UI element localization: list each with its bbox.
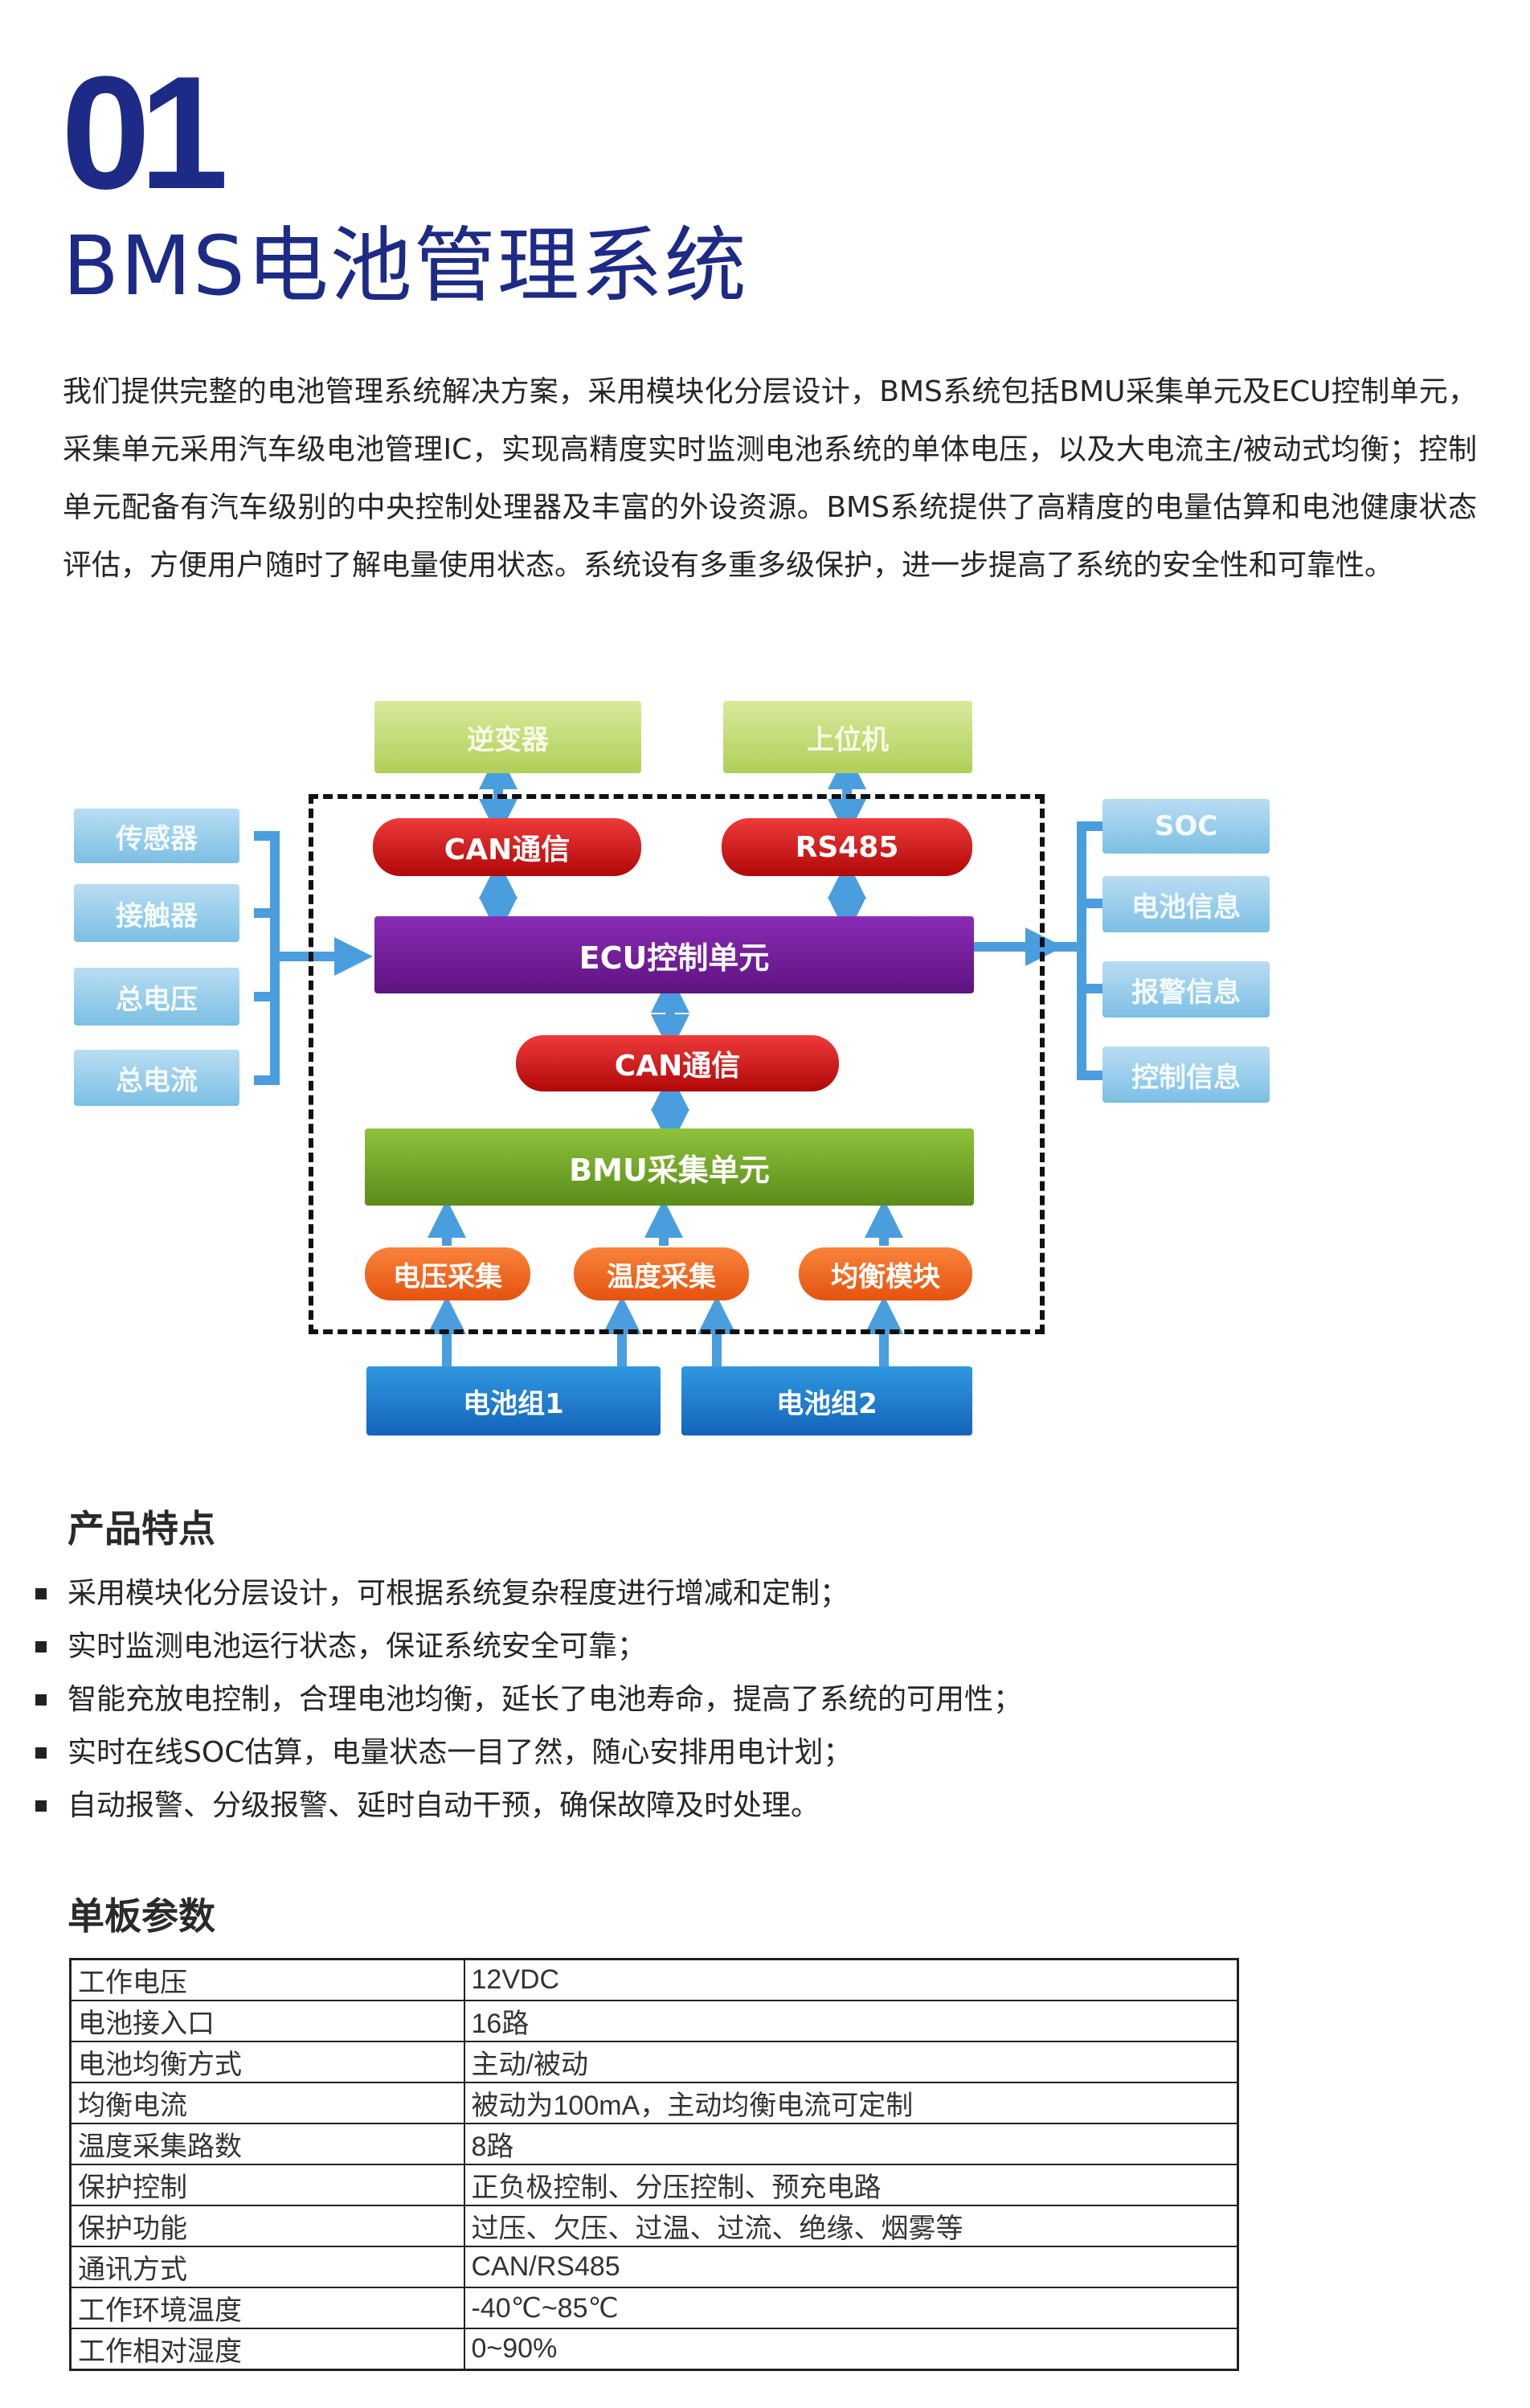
right-bracket (1077, 821, 1102, 1080)
param-key: 工作相对湿度 (69, 2328, 465, 2371)
param-value: -40℃~85℃ (463, 2287, 1239, 2329)
param-key: 电池均衡方式 (69, 2041, 465, 2083)
input-sensor: 传感器 (74, 809, 239, 863)
output-soc: SOC (1102, 799, 1270, 854)
left-bracket (254, 831, 280, 1085)
params-heading: 单板参数 (68, 1894, 215, 1938)
temperature-module: 温度采集 (574, 1247, 749, 1300)
param-key: 保护功能 (69, 2205, 465, 2247)
battery-pack-2: 电池组2 (681, 1366, 972, 1435)
param-key: 温度采集路数 (69, 2123, 465, 2165)
param-value: CAN/RS485 (463, 2246, 1239, 2288)
balancing-module: 均衡模块 (799, 1247, 972, 1300)
can-mid-pill: CAN通信 (516, 1035, 839, 1091)
list-item: 智能充放电控制，合理电池均衡，延长了电池寿命，提高了系统的可用性； (32, 1673, 1022, 1726)
list-item: 实时在线SOC估算，电量状态一目了然，随心安排用电计划； (32, 1726, 1022, 1779)
battery-pack-1: 电池组1 (366, 1366, 661, 1435)
ecu-box: ECU控制单元 (374, 916, 974, 993)
param-key: 均衡电流 (69, 2082, 465, 2124)
list-item: 采用模块化分层设计，可根据系统复杂程度进行增减和定制； (32, 1567, 1022, 1620)
table-row: 保护功能过压、欠压、过温、过流、绝缘、烟雾等 (69, 2205, 1239, 2247)
param-value: 12VDC (463, 1958, 1239, 2001)
param-value: 0~90% (463, 2328, 1239, 2371)
section-number: 01 (61, 43, 229, 223)
table-row: 均衡电流被动为100mA，主动均衡电流可定制 (69, 2082, 1239, 2124)
bmu-box: BMU采集单元 (365, 1128, 974, 1206)
input-total-voltage: 总电压 (74, 968, 239, 1026)
param-key: 工作环境温度 (69, 2287, 465, 2329)
param-value: 8路 (463, 2123, 1239, 2165)
param-value: 正负极控制、分压控制、预充电路 (463, 2164, 1239, 2206)
features-list: 采用模块化分层设计，可根据系统复杂程度进行增减和定制； 实时监测电池运行状态，保… (32, 1567, 1022, 1833)
output-alarm-info: 报警信息 (1102, 961, 1270, 1018)
param-key: 电池接入口 (69, 2000, 465, 2042)
page-title: BMS电池管理系统 (63, 219, 748, 314)
voltage-module: 电压采集 (365, 1247, 530, 1300)
table-row: 保护控制正负极控制、分压控制、预充电路 (69, 2164, 1239, 2206)
can-top-pill: CAN通信 (373, 818, 641, 876)
param-value: 过压、欠压、过温、过流、绝缘、烟雾等 (463, 2205, 1239, 2247)
ecu-bmu-boundary (309, 794, 1045, 1334)
param-value: 主动/被动 (463, 2041, 1239, 2083)
input-contactor: 接触器 (74, 884, 239, 942)
rs485-pill: RS485 (722, 818, 972, 876)
list-item: 实时监测电池运行状态，保证系统安全可靠； (32, 1620, 1022, 1673)
param-key: 保护控制 (69, 2164, 465, 2206)
intro-paragraph: 我们提供完整的电池管理系统解决方案，采用模块化分层设计，BMS系统包括BMU采集… (63, 375, 1477, 582)
param-value: 16路 (463, 2000, 1239, 2042)
table-row: 工作环境温度-40℃~85℃ (69, 2287, 1239, 2329)
list-item: 自动报警、分级报警、延时自动干预，确保故障及时处理。 (32, 1779, 1022, 1833)
output-control-info: 控制信息 (1102, 1046, 1270, 1103)
diagram-arrows (254, 751, 1102, 1366)
features-heading: 产品特点 (68, 1507, 215, 1550)
table-row: 电池均衡方式主动/被动 (69, 2041, 1239, 2083)
output-battery-info: 电池信息 (1102, 876, 1270, 932)
param-key: 工作电压 (69, 1958, 465, 2001)
param-value: 被动为100mA，主动均衡电流可定制 (463, 2082, 1239, 2124)
param-key: 通讯方式 (69, 2246, 465, 2288)
input-total-current: 总电流 (74, 1050, 239, 1106)
inverter-box: 逆变器 (374, 701, 641, 773)
host-pc-box: 上位机 (723, 701, 972, 773)
